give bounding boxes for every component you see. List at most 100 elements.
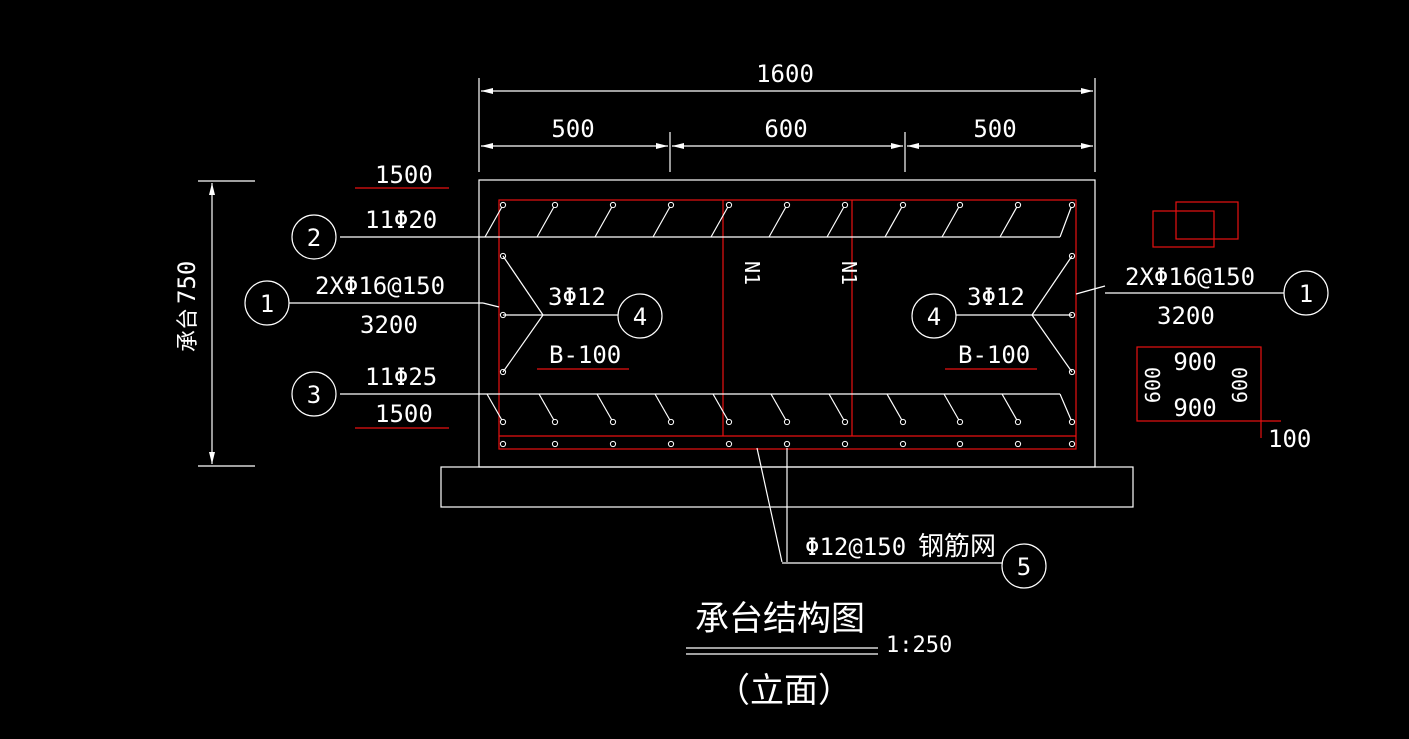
bottom-bar-hook bbox=[1059, 393, 1073, 423]
bottom-rebar-dot bbox=[899, 418, 907, 426]
callout-3: 3 11Φ25 1500 bbox=[291, 363, 449, 429]
bottom-rebar-dot bbox=[667, 418, 675, 426]
bottom-hatch-line bbox=[886, 393, 904, 423]
callout-1-left-number: 1 bbox=[260, 290, 274, 318]
callout-1-right-leader-tip bbox=[1075, 285, 1106, 295]
callout-2-number: 2 bbox=[307, 224, 321, 252]
dim-left: 500 bbox=[551, 115, 594, 143]
callout-1-left-leader-tip bbox=[482, 302, 500, 308]
dim-total: 1600 bbox=[756, 60, 814, 88]
top-rebar-dot bbox=[609, 201, 617, 209]
detail-right: 600 bbox=[1228, 367, 1252, 403]
drawing-subtitle: （立面） bbox=[716, 671, 852, 711]
callout-4-left: 4 3Φ12 B-100 bbox=[537, 283, 663, 370]
top-rebar-dot bbox=[956, 201, 964, 209]
top-rebar-dot bbox=[899, 201, 907, 209]
callout-4-right-label: B-100 bbox=[958, 341, 1030, 369]
detail-top: 900 bbox=[1173, 348, 1216, 376]
right-fan-bars bbox=[1031, 255, 1073, 373]
bottom-rebar-dot bbox=[956, 418, 964, 426]
bottom-hatch-line bbox=[486, 393, 504, 423]
detail-bottom: 900 bbox=[1173, 394, 1216, 422]
top-bar-hook bbox=[1059, 204, 1073, 238]
rebar-dots bbox=[499, 201, 1076, 448]
callout-3-number: 3 bbox=[307, 381, 321, 409]
top-dimensions: 1600 500 600 500 bbox=[478, 60, 1096, 172]
callout-1-right-number: 1 bbox=[1299, 280, 1313, 308]
bottom-hatch-line bbox=[1001, 393, 1019, 423]
height-value: 750 bbox=[173, 261, 201, 304]
mesh-rebar-dot bbox=[899, 440, 907, 448]
height-dimension: 承台 750 bbox=[173, 180, 255, 467]
mesh-rebar-dot bbox=[609, 440, 617, 448]
bottom-hatch-line bbox=[943, 393, 961, 423]
mesh-rebar-dot bbox=[551, 440, 559, 448]
callout-5-circle bbox=[1001, 543, 1047, 589]
callout-4-left-number: 4 bbox=[633, 303, 647, 331]
callout-4-left-spec: 3Φ12 bbox=[548, 283, 606, 311]
n1-label-left: N1 bbox=[740, 261, 764, 285]
mesh-rebar-dot bbox=[1014, 440, 1022, 448]
callout-3-length: 1500 bbox=[375, 400, 433, 428]
callout-4-right-circle bbox=[911, 293, 957, 339]
callout-2-length: 1500 bbox=[375, 161, 433, 189]
bottom-hatch-line bbox=[770, 393, 788, 423]
mesh-rebar-dot bbox=[956, 440, 964, 448]
title-block: 承台结构图 1:250 （立面） bbox=[686, 599, 952, 711]
dim-right: 500 bbox=[973, 115, 1016, 143]
callout-4-right-spec: 3Φ12 bbox=[967, 283, 1025, 311]
callout-4-right: 4 3Φ12 B-100 bbox=[911, 283, 1037, 370]
bottom-hatch-line bbox=[654, 393, 672, 423]
mesh-rebar-dot bbox=[1068, 440, 1076, 448]
top-hatch-line bbox=[768, 204, 788, 238]
bottom-hatch-line bbox=[596, 393, 614, 423]
callout-5-number: 5 bbox=[1017, 553, 1031, 581]
callout-2-spec: 11Φ20 bbox=[365, 206, 437, 234]
overlap-squares-detail bbox=[1152, 201, 1239, 248]
bottom-rebar-dot bbox=[499, 418, 507, 426]
drawing-title: 承台结构图 bbox=[695, 599, 865, 639]
bottom-hatch-line bbox=[712, 393, 730, 423]
dim-middle: 600 bbox=[764, 115, 807, 143]
callout-1-right-spec: 2XΦ16@150 bbox=[1125, 263, 1255, 291]
mesh-rebar-dot bbox=[783, 440, 791, 448]
bar-hatching bbox=[484, 204, 1019, 423]
callout-3-spec: 11Φ25 bbox=[365, 363, 437, 391]
top-rebar-dot bbox=[725, 201, 733, 209]
callout-4-right-number: 4 bbox=[927, 303, 941, 331]
stirrup-detail: 900 900 600 600 100 bbox=[1136, 346, 1311, 453]
top-hatch-line bbox=[652, 204, 672, 238]
detail-square-1 bbox=[1152, 210, 1215, 248]
callout-1-left: 1 2XΦ16@150 3200 bbox=[244, 272, 500, 339]
bottom-rebar-dot bbox=[725, 418, 733, 426]
bottom-rebar-dot bbox=[609, 418, 617, 426]
top-rebar-dot bbox=[499, 201, 507, 209]
bottom-rebar-dot bbox=[783, 418, 791, 426]
left-fan-bars bbox=[502, 255, 544, 373]
n1-label-right: N1 bbox=[837, 261, 861, 285]
top-rebar-dot bbox=[667, 201, 675, 209]
bottom-rebar-dot bbox=[841, 418, 849, 426]
detail-left: 600 bbox=[1141, 367, 1165, 403]
mesh-rebar-dot bbox=[667, 440, 675, 448]
top-hatch-line bbox=[941, 204, 961, 238]
stirrup-detail-rect bbox=[1136, 346, 1262, 422]
mesh-rebar-dot bbox=[841, 440, 849, 448]
top-hatch-line bbox=[999, 204, 1019, 238]
callout-5-leader-1 bbox=[756, 447, 783, 563]
top-rebar-dot bbox=[1014, 201, 1022, 209]
top-hatch-line bbox=[826, 204, 846, 238]
top-rebar-dot bbox=[783, 201, 791, 209]
callout-4-left-circle bbox=[617, 293, 663, 339]
top-hatch-line bbox=[536, 204, 556, 238]
bottom-rebar-dot bbox=[551, 418, 559, 426]
callout-4-left-label: B-100 bbox=[549, 341, 621, 369]
top-hatch-line bbox=[484, 204, 504, 238]
top-rebar-dot bbox=[841, 201, 849, 209]
mesh-rebar-dot bbox=[725, 440, 733, 448]
top-hatch-line bbox=[884, 204, 904, 238]
callout-5-spec: Φ12@150 bbox=[805, 533, 906, 561]
callout-2: 2 1500 11Φ20 bbox=[291, 161, 449, 260]
top-rebar-dot bbox=[1068, 201, 1076, 209]
